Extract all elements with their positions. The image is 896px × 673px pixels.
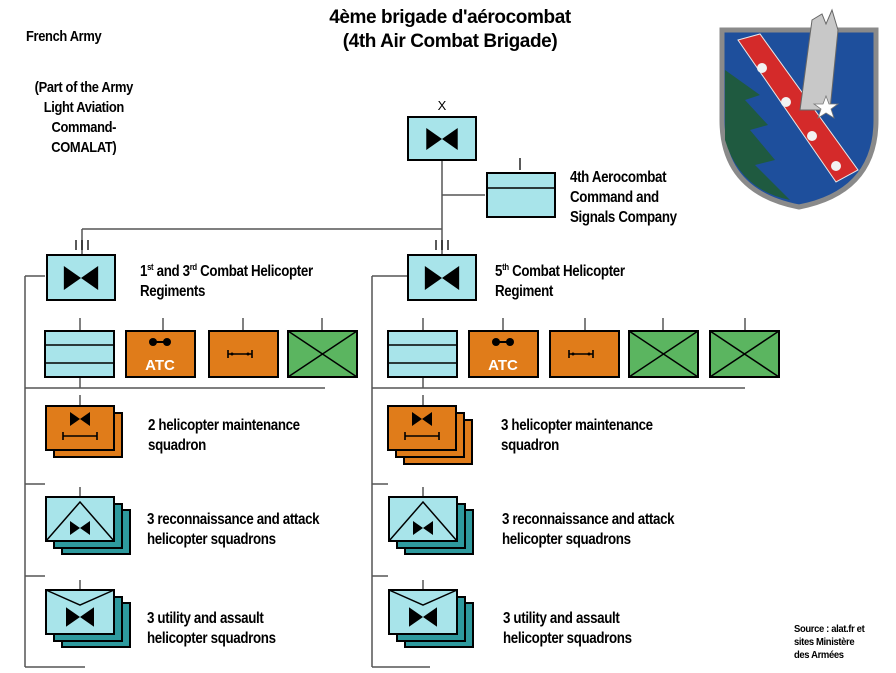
right-recon-label: 3 reconnaissance and attack helicopter s… xyxy=(502,510,675,550)
atc-label: ATC xyxy=(145,357,175,374)
left-recon-label: 3 reconnaissance and attack helicopter s… xyxy=(147,510,320,550)
side-note-army: French Army xyxy=(26,28,102,45)
left-hq-squadron-symbol xyxy=(44,330,115,378)
right-recon-symbol xyxy=(388,496,474,555)
regiment-size-marker-right xyxy=(435,240,449,250)
label-line: squadron xyxy=(148,437,206,454)
label-line: Regiment xyxy=(495,283,553,300)
left-infantry-symbol xyxy=(287,330,358,378)
right-utility-symbol xyxy=(388,589,474,648)
title-line-1: 4ème brigade d'aérocombat xyxy=(329,7,571,28)
source-line: des Armées xyxy=(794,649,844,661)
command-signals-company-symbol xyxy=(486,172,556,218)
label-line: Command and xyxy=(570,189,659,206)
side-note-line: COMALAT) xyxy=(51,139,117,156)
side-note-line: (Part of the Army xyxy=(34,79,134,96)
label-line: 4th Aerocombat xyxy=(570,169,667,186)
left-regiment-symbol xyxy=(46,254,116,301)
left-maintenance-label: 2 helicopter maintenance squadron xyxy=(148,416,300,456)
right-hq-squadron-symbol xyxy=(387,330,458,378)
side-note-comalat: (Part of the Army Light Aviation Command… xyxy=(15,78,153,158)
right-maintenance-label: 3 helicopter maintenance squadron xyxy=(501,416,653,456)
side-note-line: Light Aviation xyxy=(43,99,125,116)
label-line: helicopter squadrons xyxy=(147,630,276,647)
connector-lines xyxy=(24,160,746,668)
label-line: Signals Company xyxy=(570,209,677,226)
label-line: 3 utility and assault xyxy=(147,610,264,627)
right-regiment-symbol xyxy=(407,254,477,301)
left-atc-symbol: ATC xyxy=(125,330,196,378)
side-note-line: Command- xyxy=(51,119,117,136)
command-company-label: 4th Aerocombat Command and Signals Compa… xyxy=(570,168,677,228)
brigade-hq-symbol xyxy=(407,116,477,161)
atc-label: ATC xyxy=(488,357,518,374)
page-title: 4ème brigade d'aérocombat (4th Air Comba… xyxy=(250,6,650,54)
right-logistics-symbol xyxy=(549,330,620,378)
left-recon-symbol xyxy=(45,496,131,555)
left-regiment-label: 1st and 3rd Combat Helicopter Regiments xyxy=(140,262,313,302)
label-line: 3 utility and assault xyxy=(503,610,620,627)
label-line: Regiments xyxy=(140,283,206,300)
label-line: 2 helicopter maintenance xyxy=(148,417,300,434)
right-maintenance-symbol xyxy=(387,405,473,465)
label-line: squadron xyxy=(501,437,559,454)
source-line: sites Ministère xyxy=(794,636,855,648)
brigade-size-marker: X xyxy=(438,98,447,113)
right-atc-symbol: ATC xyxy=(468,330,539,378)
right-regiment-label: 5th Combat Helicopter Regiment xyxy=(495,262,625,302)
label-line: 3 helicopter maintenance xyxy=(501,417,653,434)
side-note: French Army xyxy=(26,27,102,47)
right-utility-label: 3 utility and assault helicopter squadro… xyxy=(503,609,632,649)
label-line: 1st and 3rd Combat Helicopter xyxy=(140,261,313,280)
left-maintenance-symbol xyxy=(45,405,123,458)
label-line: 3 reconnaissance and attack xyxy=(502,511,675,528)
label-line: helicopter squadrons xyxy=(147,531,276,548)
source-line: Source : alat.fr et xyxy=(794,623,865,635)
left-utility-label: 3 utility and assault helicopter squadro… xyxy=(147,609,276,649)
label-line: 5th Combat Helicopter xyxy=(495,261,625,280)
label-line: 3 reconnaissance and attack xyxy=(147,511,320,528)
brigade-emblem xyxy=(719,8,879,210)
label-line: helicopter squadrons xyxy=(503,630,632,647)
left-logistics-symbol xyxy=(208,330,279,378)
title-line-2: (4th Air Combat Brigade) xyxy=(342,31,558,52)
source-note: Source : alat.fr et sites Ministère des … xyxy=(794,623,865,662)
right-infantry-symbol-1 xyxy=(628,330,699,378)
right-infantry-symbol-2 xyxy=(709,330,780,378)
left-utility-symbol xyxy=(45,589,131,648)
regiment-size-marker-left xyxy=(75,240,89,250)
label-line: helicopter squadrons xyxy=(502,531,631,548)
